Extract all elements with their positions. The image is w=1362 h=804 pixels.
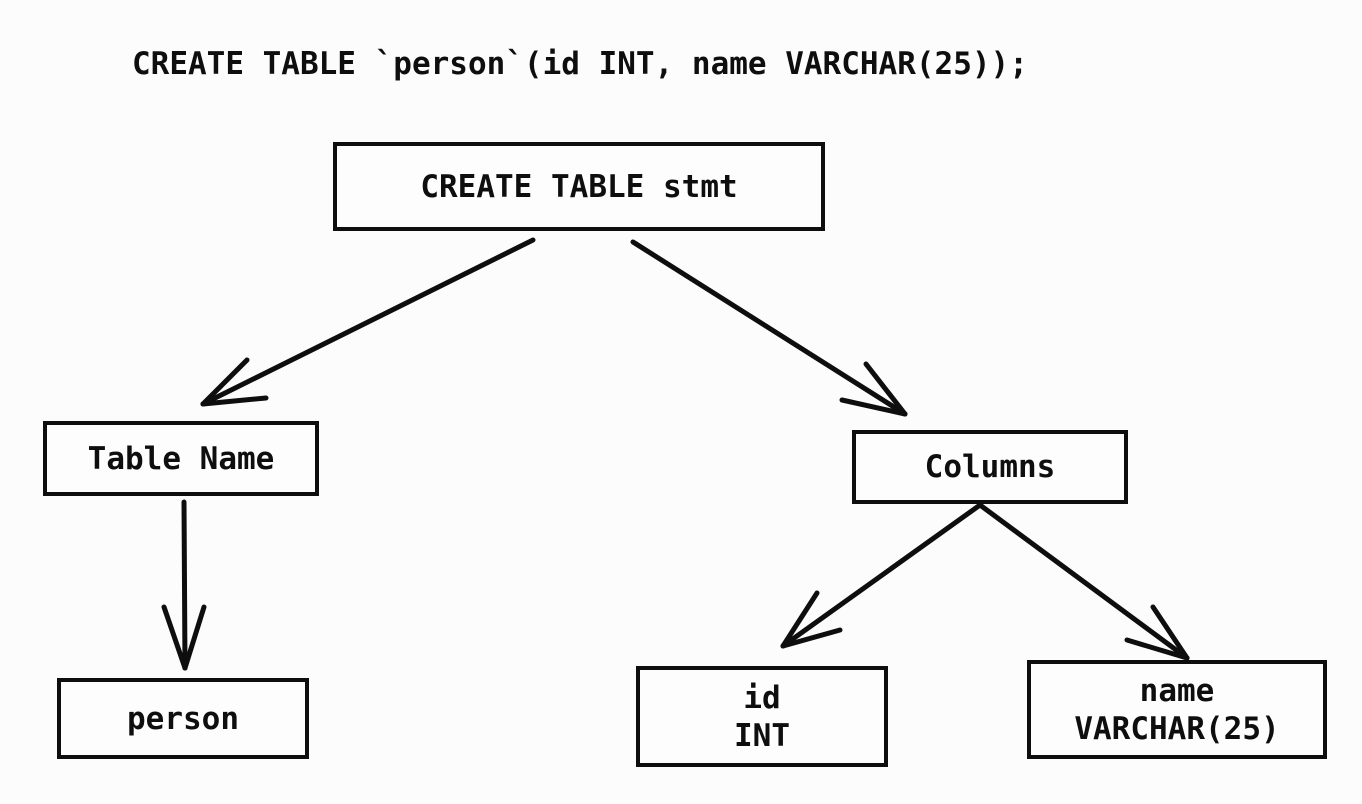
node-create-table-stmt: CREATE TABLE stmt xyxy=(333,142,825,231)
node-person-label: person xyxy=(127,700,239,737)
edge-arrow-stmt-to-columns xyxy=(630,239,908,417)
node-id-column-type: INT xyxy=(734,717,790,754)
sql-statement-text: CREATE TABLE `person`(id INT, name VARCH… xyxy=(132,46,1028,82)
node-name-column-name: name xyxy=(1139,672,1215,709)
node-table-name-label: Table Name xyxy=(87,440,275,477)
node-columns: Columns xyxy=(852,430,1128,504)
node-person: person xyxy=(57,678,309,759)
edge-arrow-stmt-to-table-name xyxy=(200,237,536,407)
node-name-column: name VARCHAR(25) xyxy=(1027,660,1327,759)
edge-arrow-table-name-to-person xyxy=(161,499,207,671)
edge-arrow-columns-to-id xyxy=(780,502,983,649)
node-id-column: id INT xyxy=(636,666,888,767)
node-columns-label: Columns xyxy=(924,449,1056,485)
node-create-table-stmt-label: CREATE TABLE stmt xyxy=(420,168,738,205)
node-id-column-name: id xyxy=(743,679,781,716)
node-table-name: Table Name xyxy=(43,421,319,496)
edge-arrow-columns-to-name xyxy=(977,502,1190,661)
node-name-column-type: VARCHAR(25) xyxy=(1074,710,1280,747)
